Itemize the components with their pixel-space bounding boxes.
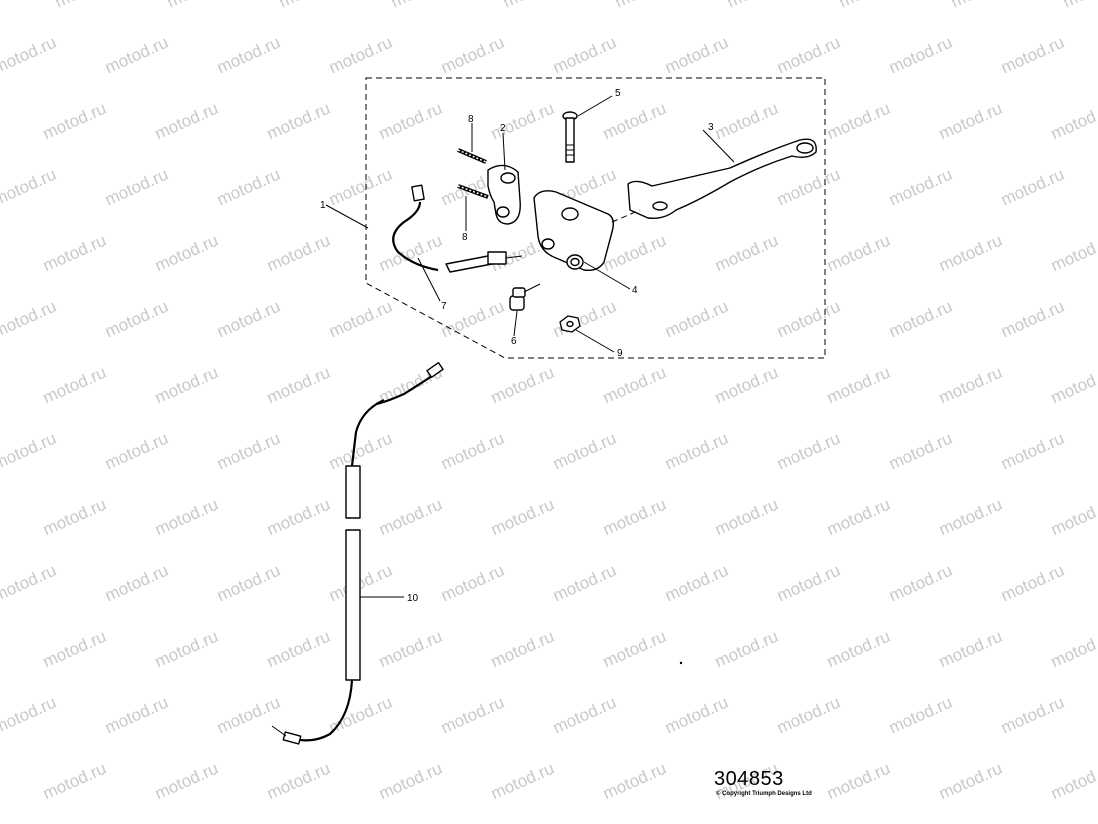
part-8-lower-screw: [457, 184, 489, 199]
assembly-boundary: [365, 77, 826, 359]
diagram-reference-number: 304853: [714, 768, 784, 790]
speck-mark: [679, 661, 683, 665]
callout-8-lower: 8: [462, 232, 468, 243]
part-5-bolt: [562, 111, 578, 163]
leader-lines: [325, 95, 735, 598]
callout-6: 6: [511, 336, 517, 347]
part-4-lever-housing: [533, 190, 615, 272]
callout-7: 7: [441, 301, 447, 312]
callout-8-upper: 8: [468, 114, 474, 125]
callout-2: 2: [500, 123, 506, 134]
part-8-upper-screw: [457, 148, 487, 164]
callout-3: 3: [708, 122, 714, 133]
part-9-nut: [559, 315, 581, 333]
part-7-switch-lead: [392, 184, 523, 273]
callout-1: 1: [320, 200, 326, 211]
part-2-clamp: [487, 164, 521, 225]
callout-10: 10: [407, 593, 419, 604]
lever-guide-line: [611, 209, 641, 223]
part-10-cable: [271, 362, 444, 745]
copyright-notice: © Copyright Triumph Designs Ltd: [716, 791, 812, 797]
callout-9: 9: [617, 348, 623, 359]
callout-4: 4: [632, 285, 638, 296]
callout-5: 5: [615, 88, 621, 99]
part-6-switch: [509, 283, 541, 311]
part-3-lever: [627, 138, 817, 220]
